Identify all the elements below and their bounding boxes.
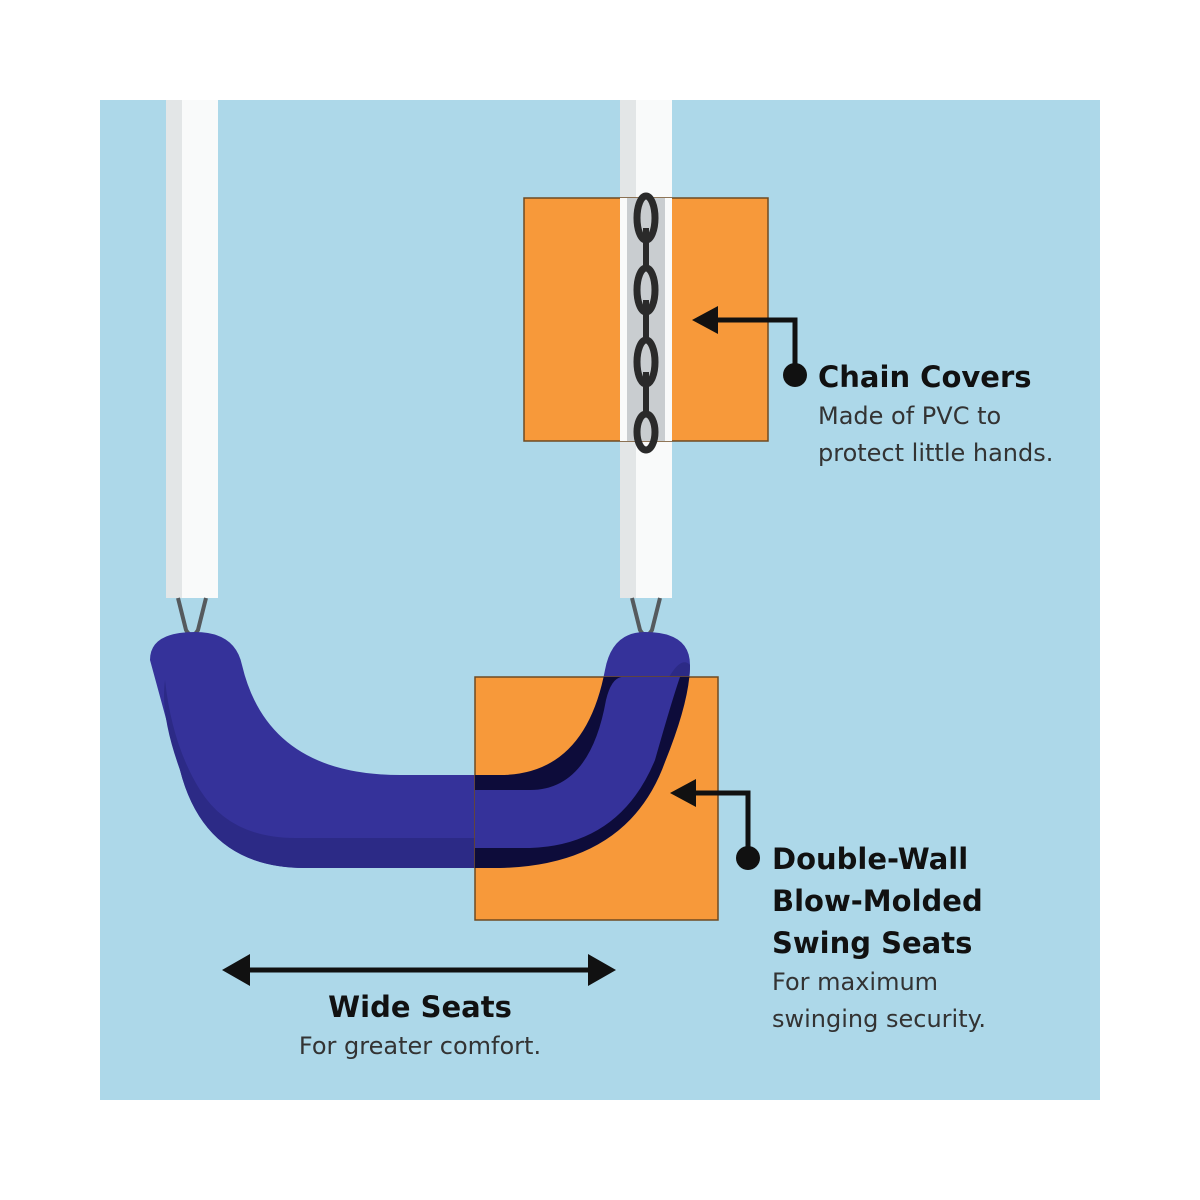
wide-seats-double-arrow-icon — [222, 954, 616, 986]
chain-covers-title: Chain Covers — [818, 360, 1032, 394]
swing-seats-title-line2: Blow-Molded — [772, 884, 983, 918]
swing-seats-title-line1: Double-Wall — [772, 842, 969, 876]
seat-callout-box — [474, 676, 719, 921]
wide-seats-desc: For greater comfort. — [298, 1032, 542, 1060]
chain-covers-desc-line2: protect little hands. — [818, 439, 1054, 467]
wide-seats-title: Wide Seats — [328, 990, 512, 1024]
chain-cover-callout-box — [523, 192, 769, 454]
swing-seats-arrow-icon — [670, 779, 760, 870]
swing-seats-desc-line2: swinging security. — [772, 1005, 987, 1033]
chain-icon — [633, 192, 659, 454]
left-chain-cover — [166, 100, 218, 598]
swing-seats-label: Double-Wall Blow-Molded Swing Seats For … — [772, 838, 986, 1038]
swing-seats-title-line3: Swing Seats — [772, 926, 973, 960]
chain-covers-arrow-icon — [692, 306, 807, 387]
wide-seats-label: Wide Seats For greater comfort. — [220, 986, 620, 1065]
chain-covers-desc-line1: Made of PVC to — [818, 402, 1002, 430]
swing-seats-desc-line1: For maximum — [772, 968, 939, 996]
chain-covers-label: Chain Covers Made of PVC to protect litt… — [818, 356, 1053, 472]
